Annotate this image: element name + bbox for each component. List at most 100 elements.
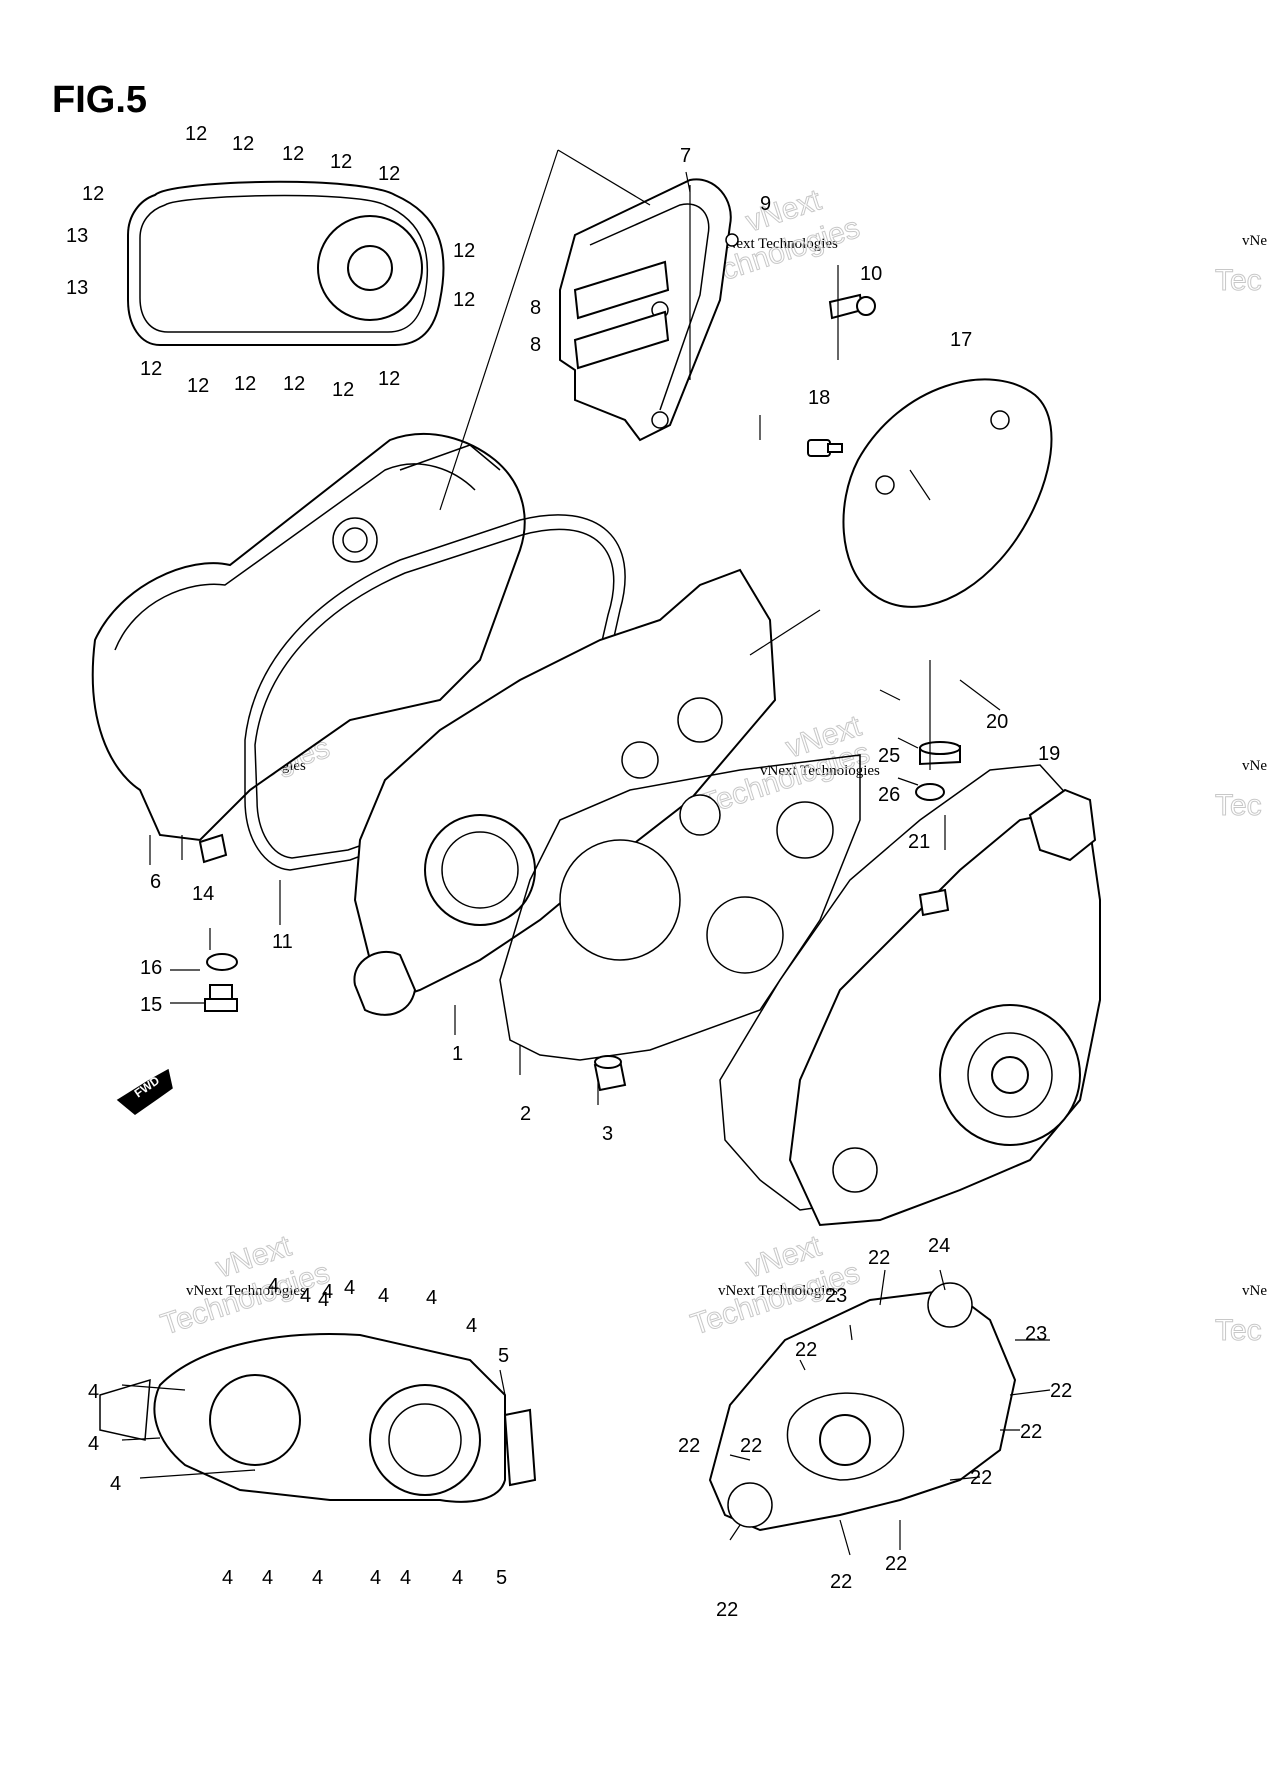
watermark-text: vNext Technologies [186, 1283, 306, 1299]
callout-25: 25 [878, 745, 900, 767]
callout-15: 15 [140, 994, 162, 1016]
callout-12: 12 [453, 240, 475, 262]
callout-22: 22 [678, 1435, 700, 1457]
callout-4: 4 [222, 1567, 233, 1589]
watermark-edge-big: Tec [1215, 264, 1262, 297]
watermark-edge-text: vNe [1242, 758, 1267, 774]
callout-12: 12 [283, 373, 305, 395]
callout-4: 4 [344, 1277, 355, 1299]
callout-6: 6 [150, 871, 161, 893]
callout-8: 8 [530, 297, 541, 319]
callout-4: 4 [88, 1433, 99, 1455]
leader-lines [121, 149, 1051, 1556]
dowel-pin-21 [918, 888, 950, 917]
watermark-text: vNext Technologies [718, 236, 838, 252]
plug-cap-25 [919, 741, 961, 766]
o-ring-26 [915, 783, 945, 801]
damper-pads [573, 260, 670, 370]
callout-4: 4 [466, 1315, 477, 1337]
callout-9: 9 [760, 193, 771, 215]
callout-5: 5 [496, 1567, 507, 1589]
callout-22: 22 [868, 1247, 890, 1269]
callout-11: 11 [272, 931, 293, 953]
callout-3: 3 [602, 1123, 613, 1145]
screw-10 [828, 293, 876, 320]
callout-13: 13 [66, 277, 88, 299]
callout-22: 22 [885, 1553, 907, 1575]
callout-4: 4 [262, 1567, 273, 1589]
dowel-pin-14 [198, 833, 228, 864]
callout-12: 12 [232, 133, 254, 155]
watermark-edge-big: Tec [1215, 1314, 1262, 1347]
callout-22: 22 [830, 1571, 852, 1593]
watermark-text: vNext Technologies [760, 763, 880, 779]
callout-22: 22 [970, 1467, 992, 1489]
washer-16 [206, 953, 238, 971]
watermark-edge-big: Tec [1215, 789, 1262, 822]
dowel-pin-3 [593, 1055, 627, 1092]
generator-cover [788, 788, 1101, 1227]
callout-16: 16 [140, 957, 162, 979]
bolt-18 [807, 439, 843, 457]
callout-14: 14 [192, 883, 214, 905]
callout-4: 4 [400, 1567, 411, 1589]
callout-4: 4 [378, 1285, 389, 1307]
callout-12: 12 [330, 151, 352, 173]
callout-20: 20 [986, 711, 1008, 733]
forward-direction-arrow: FWD [116, 1068, 173, 1115]
callout-4: 4 [110, 1473, 121, 1495]
callout-13: 13 [66, 225, 88, 247]
callout-23: 23 [1025, 1323, 1047, 1345]
watermark-text: vNext Technologies [718, 1283, 838, 1299]
watermark-edge-text: vNe [1242, 1283, 1267, 1299]
crankcase-cover [353, 568, 777, 1016]
callout-12: 12 [378, 368, 400, 390]
callout-4: 4 [312, 1567, 323, 1589]
callout-22: 22 [1020, 1421, 1042, 1443]
cvt-cover-gasket [127, 180, 445, 346]
clutch-cover-gasket [244, 514, 626, 871]
callout-12: 12 [82, 183, 104, 205]
callout-22: 22 [795, 1339, 817, 1361]
callout-26: 26 [878, 784, 900, 806]
callout-labels: 12 12 12 12 12 12 12 12 12 12 12 12 12 1… [66, 123, 1072, 1621]
callout-4: 4 [88, 1381, 99, 1403]
callout-4: 4 [300, 1285, 311, 1307]
callout-12: 12 [332, 379, 354, 401]
callout-24: 24 [928, 1235, 950, 1257]
callout-4: 4 [318, 1289, 329, 1311]
callout-2: 2 [520, 1103, 531, 1125]
callout-12: 12 [453, 289, 475, 311]
callout-12: 12 [187, 375, 209, 397]
callout-5: 5 [498, 1345, 509, 1367]
callout-17: 17 [950, 329, 972, 351]
callout-4: 4 [322, 1281, 333, 1303]
callout-12: 12 [234, 373, 256, 395]
callout-22: 22 [1050, 1380, 1072, 1402]
figure-title: FIG.5 [52, 79, 147, 121]
watermark-edge-text: vNe [1242, 233, 1267, 249]
cover-plate [842, 378, 1053, 608]
crankcase-cover-gasket [499, 754, 861, 1061]
callout-4: 4 [426, 1287, 437, 1309]
generator-cover-bolt-layout [708, 1282, 1017, 1532]
callout-21: 21 [908, 831, 930, 853]
callout-1: 1 [452, 1043, 463, 1065]
callout-4: 4 [452, 1567, 463, 1589]
callout-8: 8 [530, 334, 541, 356]
callout-4: 4 [370, 1567, 381, 1589]
callout-22: 22 [716, 1599, 738, 1621]
callout-12: 12 [140, 358, 162, 380]
callout-12: 12 [378, 163, 400, 185]
callout-12: 12 [185, 123, 207, 145]
bolt-15 [204, 984, 238, 1012]
pulley-cover-bracket [559, 178, 739, 442]
callout-18: 18 [808, 387, 830, 409]
callout-10: 10 [860, 263, 882, 285]
callout-7: 7 [680, 145, 691, 167]
callout-19: 19 [1038, 743, 1060, 765]
cvt-cover-bolt-layout [99, 1333, 537, 1503]
callout-4: 4 [268, 1275, 279, 1297]
callout-22: 22 [740, 1435, 762, 1457]
